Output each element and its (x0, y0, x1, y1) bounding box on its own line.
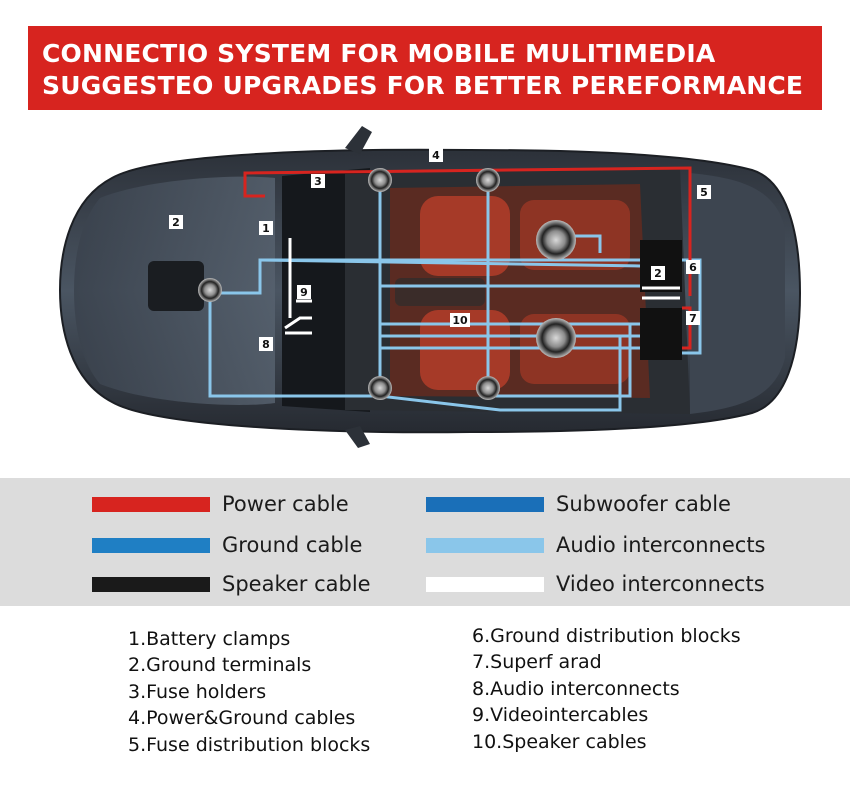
legend-label-video: Video interconnects (556, 572, 765, 596)
component-item: 10.Speaker cables (472, 730, 647, 753)
svg-text:9: 9 (300, 286, 308, 299)
legend-label-subwoofer: Subwoofer cable (556, 492, 731, 516)
callout-2-front: 2 (169, 215, 183, 229)
speaker-dash (198, 278, 222, 302)
legend-ground: Ground cable (92, 525, 362, 565)
title-line-2: SUGGESTEO UPGRADES FOR BETTER PEREFORMAN… (42, 71, 804, 100)
component-item: 6.Ground distribution blocks (472, 625, 741, 647)
legend-swatch-subwoofer (426, 496, 544, 512)
component-item: 9.Videointercables (472, 704, 649, 727)
callout-4: 4 (429, 148, 443, 162)
component-item: 3.Fuse holders (128, 680, 267, 703)
legend-swatch-audio (426, 537, 544, 553)
components-list-right: 6.Ground distribution blocks 7.Superf ar… (472, 623, 741, 755)
svg-text:6: 6 (689, 261, 697, 274)
audio-interconnect-cables (208, 178, 702, 412)
legend-label-speaker: Speaker cable (222, 572, 371, 596)
speaker-rear-right (476, 376, 500, 400)
speaker-front-left (368, 168, 392, 192)
svg-text:2: 2 (172, 216, 180, 229)
legend-swatch-ground (92, 537, 210, 553)
component-item: 4.Power&Ground cables (128, 707, 356, 730)
subwoofer-upper (536, 220, 576, 260)
callout-9: 9 (297, 285, 311, 299)
legend-label-ground: Ground cable (222, 533, 363, 557)
callout-8: 8 (259, 337, 273, 351)
legend-subwoofer: Subwoofer cable (426, 484, 731, 524)
callout-7: 7 (686, 311, 700, 325)
component-item: 1.Battery clamps (128, 628, 291, 650)
svg-text:2: 2 (654, 267, 662, 280)
svg-text:4: 4 (432, 149, 440, 162)
legend-audio: Audio interconnects (426, 525, 766, 565)
svg-text:3: 3 (314, 175, 322, 188)
legend-power: Power cable (92, 484, 349, 524)
callout-1: 1 (259, 221, 273, 235)
callout-2-rear: 2 (651, 266, 665, 280)
legend-speaker: Speaker cable (92, 564, 371, 604)
callout-3: 3 (311, 174, 325, 188)
svg-text:5: 5 (700, 186, 708, 199)
mirrors (345, 126, 372, 448)
speaker-cables (284, 238, 680, 335)
callout-10: 10 (450, 313, 470, 327)
legend-label-audio: Audio interconnects (556, 533, 766, 557)
legend-swatch-power (92, 496, 210, 512)
title-banner: CONNECTIO SYSTEM FOR MOBILE MULITIMEDIA … (28, 26, 822, 110)
svg-text:1: 1 (262, 222, 270, 235)
legend-swatch-video (426, 576, 544, 592)
legend-swatch-speaker (92, 576, 210, 592)
component-item: 5.Fuse distribution blocks (128, 733, 371, 756)
speaker-front-right (476, 168, 500, 192)
cable-legend: Power cable Subwoofer cable Ground cable… (0, 478, 850, 606)
title-line-1: CONNECTIO SYSTEM FOR MOBILE MULITIMEDIA (42, 39, 716, 68)
trunk-amplifier (640, 240, 682, 360)
speaker-rear-left (368, 376, 392, 400)
component-item: 8.Audio interconnects (472, 677, 680, 700)
subwoofer-lower (536, 318, 576, 358)
svg-text:7: 7 (689, 312, 697, 325)
callout-6: 6 (686, 260, 700, 274)
legend-label-power: Power cable (222, 492, 349, 516)
svg-text:8: 8 (262, 338, 270, 351)
speakers (198, 168, 576, 400)
hood-scoop (148, 261, 204, 311)
legend-video: Video interconnects (426, 564, 765, 604)
svg-text:10: 10 (452, 314, 468, 327)
callout-labels: 1 2 3 4 5 2 6 7 8 9 10 (169, 148, 711, 351)
callout-5: 5 (697, 185, 711, 199)
car-wiring-diagram: 1 2 3 4 5 2 6 7 8 9 10 (58, 126, 802, 448)
components-list-left: 1.Battery clamps 2.Ground terminals 3.Fu… (128, 626, 370, 758)
component-item: 7.Superf arad (472, 651, 602, 674)
component-item: 2.Ground terminals (128, 654, 312, 677)
